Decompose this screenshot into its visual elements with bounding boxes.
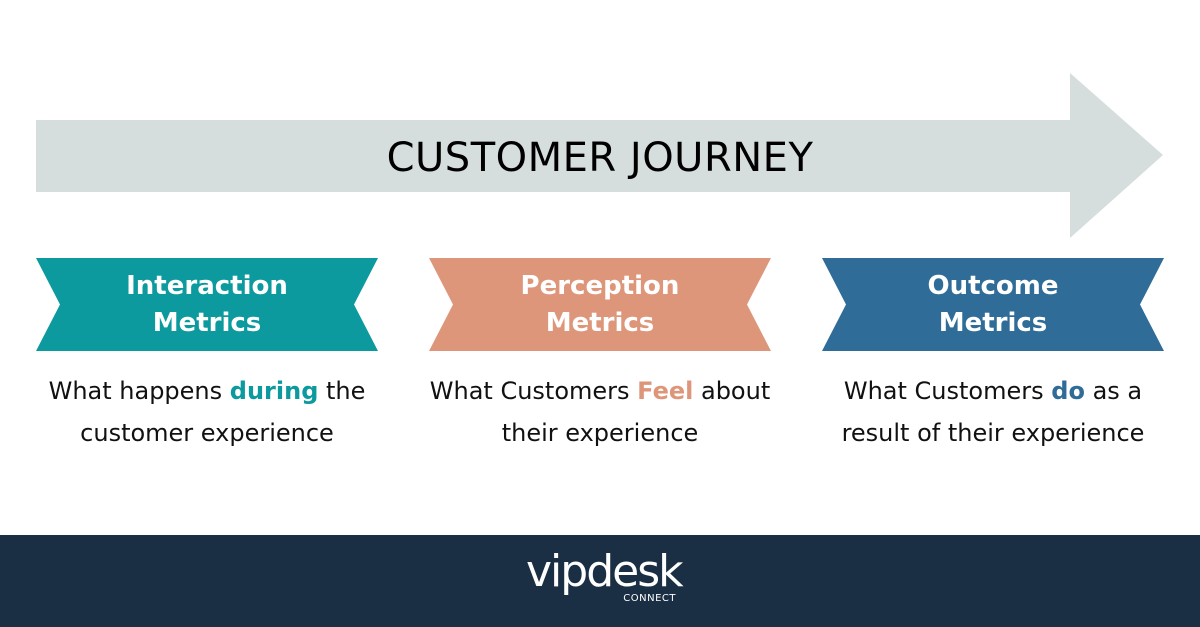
ribbon-title-line1: Interaction xyxy=(126,270,288,301)
ribbon-shape-icon xyxy=(429,258,771,351)
ribbon-title-line2: Metrics xyxy=(152,307,262,338)
vipdesk-logo: vipdesk CONNECT xyxy=(526,547,684,608)
customer-journey-arrow-icon xyxy=(36,73,1163,238)
description-highlight: do xyxy=(1051,377,1085,405)
ribbon-title-line1: Outcome xyxy=(927,270,1059,301)
description-text: about their experience xyxy=(501,377,771,447)
description-highlight: during xyxy=(229,377,319,405)
description-text: the customer experience xyxy=(80,377,366,447)
description-text: as a result of their experience xyxy=(841,377,1145,447)
ribbon-shape-icon xyxy=(822,258,1164,351)
interaction-metrics-ribbon: Interaction Metrics xyxy=(36,258,378,351)
outcome-description: What Customers do as a result of their e… xyxy=(813,370,1173,454)
logo-subtitle: CONNECT xyxy=(623,593,676,604)
footer-bar xyxy=(0,535,1200,627)
ribbon-title-line1: Perception xyxy=(520,270,680,301)
perception-description: What Customers Feel about their experien… xyxy=(420,370,780,454)
description-text: What Customers xyxy=(843,377,1052,405)
ribbon-shape-icon xyxy=(36,258,378,351)
description-text: What happens xyxy=(48,377,230,405)
journey-title: CUSTOMER JOURNEY xyxy=(386,135,814,181)
perception-metrics-ribbon: Perception Metrics xyxy=(429,258,771,351)
ribbon-title-line2: Metrics xyxy=(545,307,655,338)
description-highlight: Feel xyxy=(637,377,694,405)
description-text: What Customers xyxy=(429,377,638,405)
interaction-description: What happens during the customer experie… xyxy=(27,370,387,454)
logo-wordmark: vipdesk xyxy=(526,546,684,597)
ribbon-title-line2: Metrics xyxy=(938,307,1048,338)
outcome-metrics-ribbon: Outcome Metrics xyxy=(822,258,1164,351)
